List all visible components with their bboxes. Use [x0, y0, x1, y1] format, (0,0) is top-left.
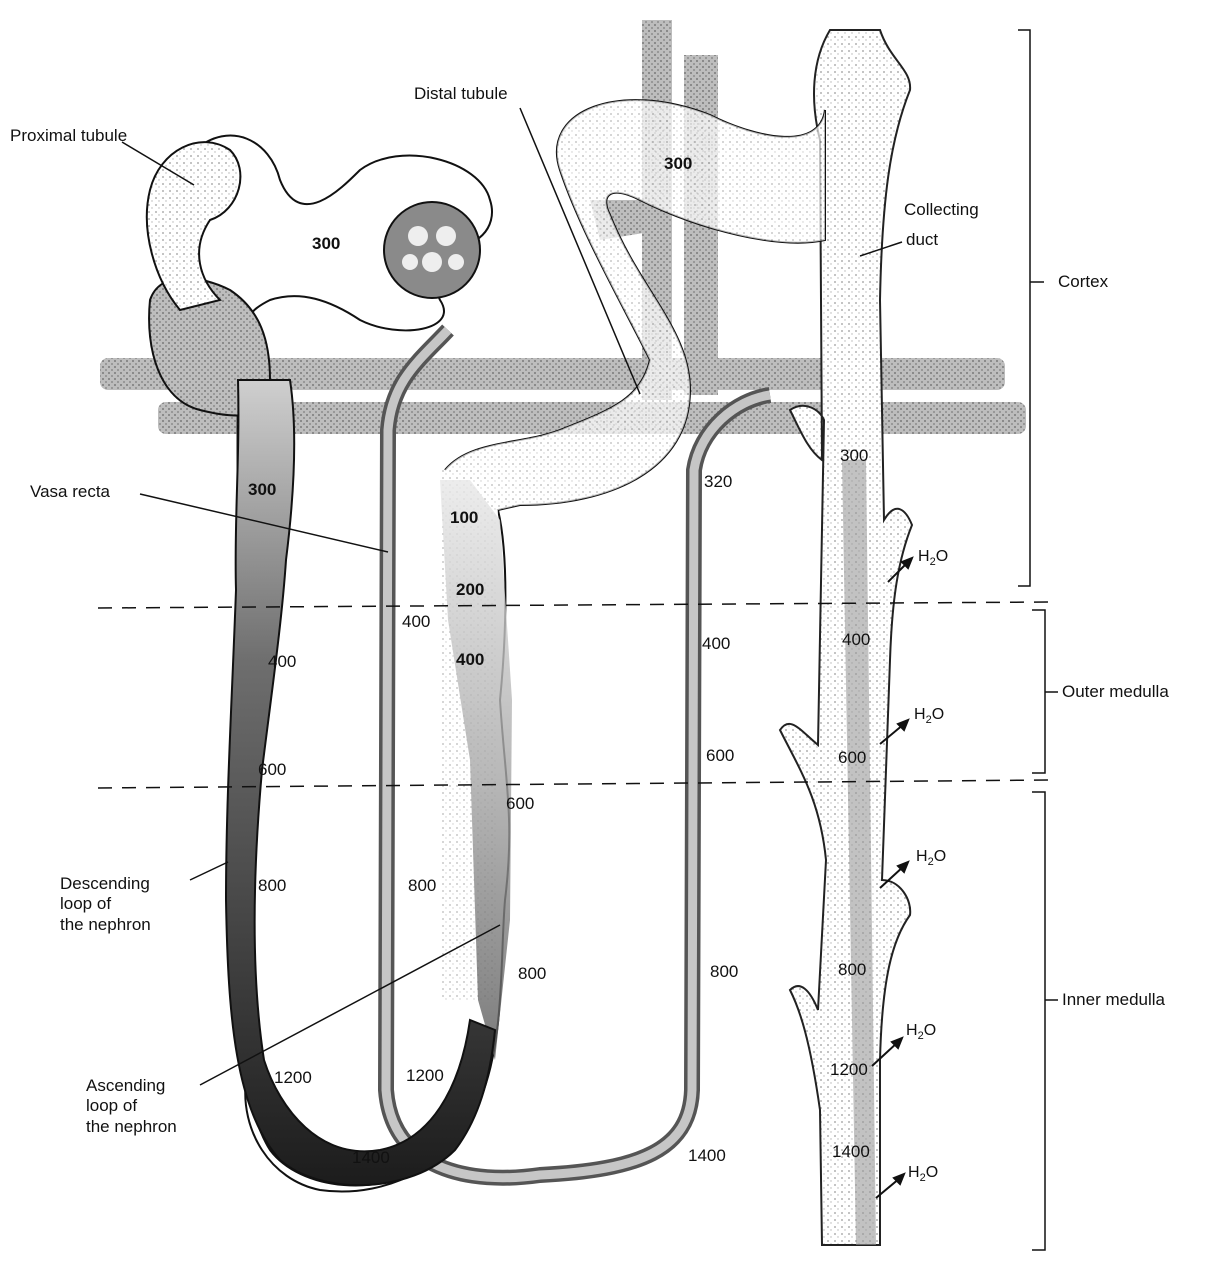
h2o-h: H [908, 1164, 920, 1181]
h2o-h: H [916, 848, 928, 865]
h2o-label-1: H2O [918, 548, 948, 568]
osm-vr-1400: 1400 [688, 1146, 726, 1166]
osm-ascending-100: 100 [450, 508, 478, 528]
osm-cd-800: 800 [838, 960, 866, 980]
h2o-label-4: H2O [906, 1022, 936, 1042]
vasa-recta-label: Vasa recta [30, 482, 110, 502]
osm-descending-600: 600 [258, 760, 286, 780]
osm-cd-1400: 1400 [832, 1142, 870, 1162]
distal-and-ascending-tubule [245, 100, 825, 1191]
h2o-h: H [918, 548, 930, 565]
ascending-label-line2: loop of [86, 1096, 236, 1116]
h2o-o: O [924, 1022, 936, 1039]
osm-vr-800: 800 [710, 962, 738, 982]
osm-vr-600: 600 [706, 746, 734, 766]
h2o-label-5: H2O [908, 1164, 938, 1184]
osm-bottom-1400: 1400 [352, 1148, 390, 1168]
collecting-duct-label-line2: duct [906, 230, 938, 250]
osm-proximal-300: 300 [312, 234, 340, 254]
osm-ascending-600: 600 [506, 794, 534, 814]
osm-ascending-400: 400 [456, 650, 484, 670]
h2o-o: O [926, 1164, 938, 1181]
ascending-label-line1: Ascending [86, 1076, 236, 1096]
osm-ascending-800: 800 [518, 964, 546, 984]
osm-descending-400: 400 [268, 652, 296, 672]
collecting-duct-label-line1: Collecting [904, 200, 979, 220]
h2o-label-2: H2O [914, 706, 944, 726]
osm-distal-300: 300 [664, 154, 692, 174]
descending-label-line3: the nephron [60, 915, 210, 935]
h2o-o: O [936, 548, 948, 565]
osm-vasa-800: 800 [408, 876, 436, 896]
h2o-label-3: H2O [916, 848, 946, 868]
h2o-o: O [934, 848, 946, 865]
osm-vasa-400: 400 [402, 612, 430, 632]
osm-cd-300: 300 [840, 446, 868, 466]
osm-cd-600: 600 [838, 748, 866, 768]
h2o-o: O [932, 706, 944, 723]
ascending-label-line3: the nephron [86, 1117, 236, 1137]
osm-vr-400: 400 [702, 634, 730, 654]
osm-cd-400: 400 [842, 630, 870, 650]
osm-descending-800: 800 [258, 876, 286, 896]
osm-descending-1200: 1200 [274, 1068, 312, 1088]
descending-label-line1: Descending [60, 874, 210, 894]
descending-label-line2: loop of [60, 894, 210, 914]
distal-tubule-label: Distal tubule [414, 84, 508, 104]
osm-cd-1200: 1200 [830, 1060, 868, 1080]
proximal-tubule-label: Proximal tubule [10, 126, 127, 146]
glomerulus [384, 202, 480, 298]
descending-loop-label: Descending loop of the nephron [60, 874, 210, 935]
h2o-h: H [914, 706, 926, 723]
h2o-h: H [906, 1022, 918, 1039]
cortex-zone-label: Cortex [1058, 272, 1108, 292]
osm-vasa-1200: 1200 [406, 1066, 444, 1086]
ascending-loop-label: Ascending loop of the nephron [86, 1076, 236, 1137]
osm-ascending-200: 200 [456, 580, 484, 600]
osm-vr-320: 320 [704, 472, 732, 492]
outer-medulla-zone-label: Outer medulla [1062, 682, 1169, 702]
zone-brackets [1018, 30, 1058, 1250]
osm-descending-300: 300 [248, 480, 276, 500]
inner-medulla-zone-label: Inner medulla [1062, 990, 1165, 1010]
